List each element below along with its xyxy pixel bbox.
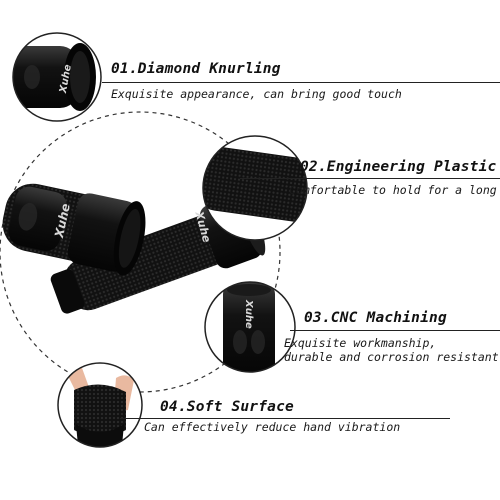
detail-circle-1 bbox=[12, 32, 102, 122]
feature-1-description: Exquisite appearance, can bring good tou… bbox=[111, 87, 402, 101]
feature-1-divider bbox=[102, 82, 500, 83]
feature-2-divider bbox=[240, 178, 500, 179]
feature-4-description-line: Can effectively reduce hand vibration bbox=[144, 420, 401, 434]
feature-3-description: Exquisite workmanship, durable and corro… bbox=[284, 336, 499, 365]
feature-4-divider bbox=[120, 418, 450, 419]
feature-1-description-line: Exquisite appearance, can bring good tou… bbox=[111, 87, 402, 101]
detail-circle-2 bbox=[202, 135, 308, 241]
detail-circle-4 bbox=[57, 362, 143, 448]
feature-3-title: 03.CNC Machining bbox=[304, 310, 447, 326]
feature-2-description: Comfortable to hold for a long time bbox=[289, 183, 500, 197]
feature-2-title: 02.Engineering Plastic bbox=[300, 159, 497, 175]
detail-circle-3 bbox=[204, 281, 296, 373]
feature-3-description-line-2: durable and corrosion resistant bbox=[284, 350, 499, 365]
feature-3-divider bbox=[290, 330, 500, 331]
feature-4-description: Can effectively reduce hand vibration bbox=[144, 420, 400, 434]
feature-1-title: 01.Diamond Knurling bbox=[111, 61, 281, 77]
feature-4-title: 04.Soft Surface bbox=[160, 399, 294, 415]
main-product-grips bbox=[2, 183, 266, 314]
feature-2-description-line: Comfortable to hold for a long time bbox=[289, 183, 500, 197]
brand-logo-mark-4: Xuhe bbox=[243, 300, 254, 329]
feature-3-description-line-1: Exquisite workmanship, bbox=[284, 336, 437, 350]
